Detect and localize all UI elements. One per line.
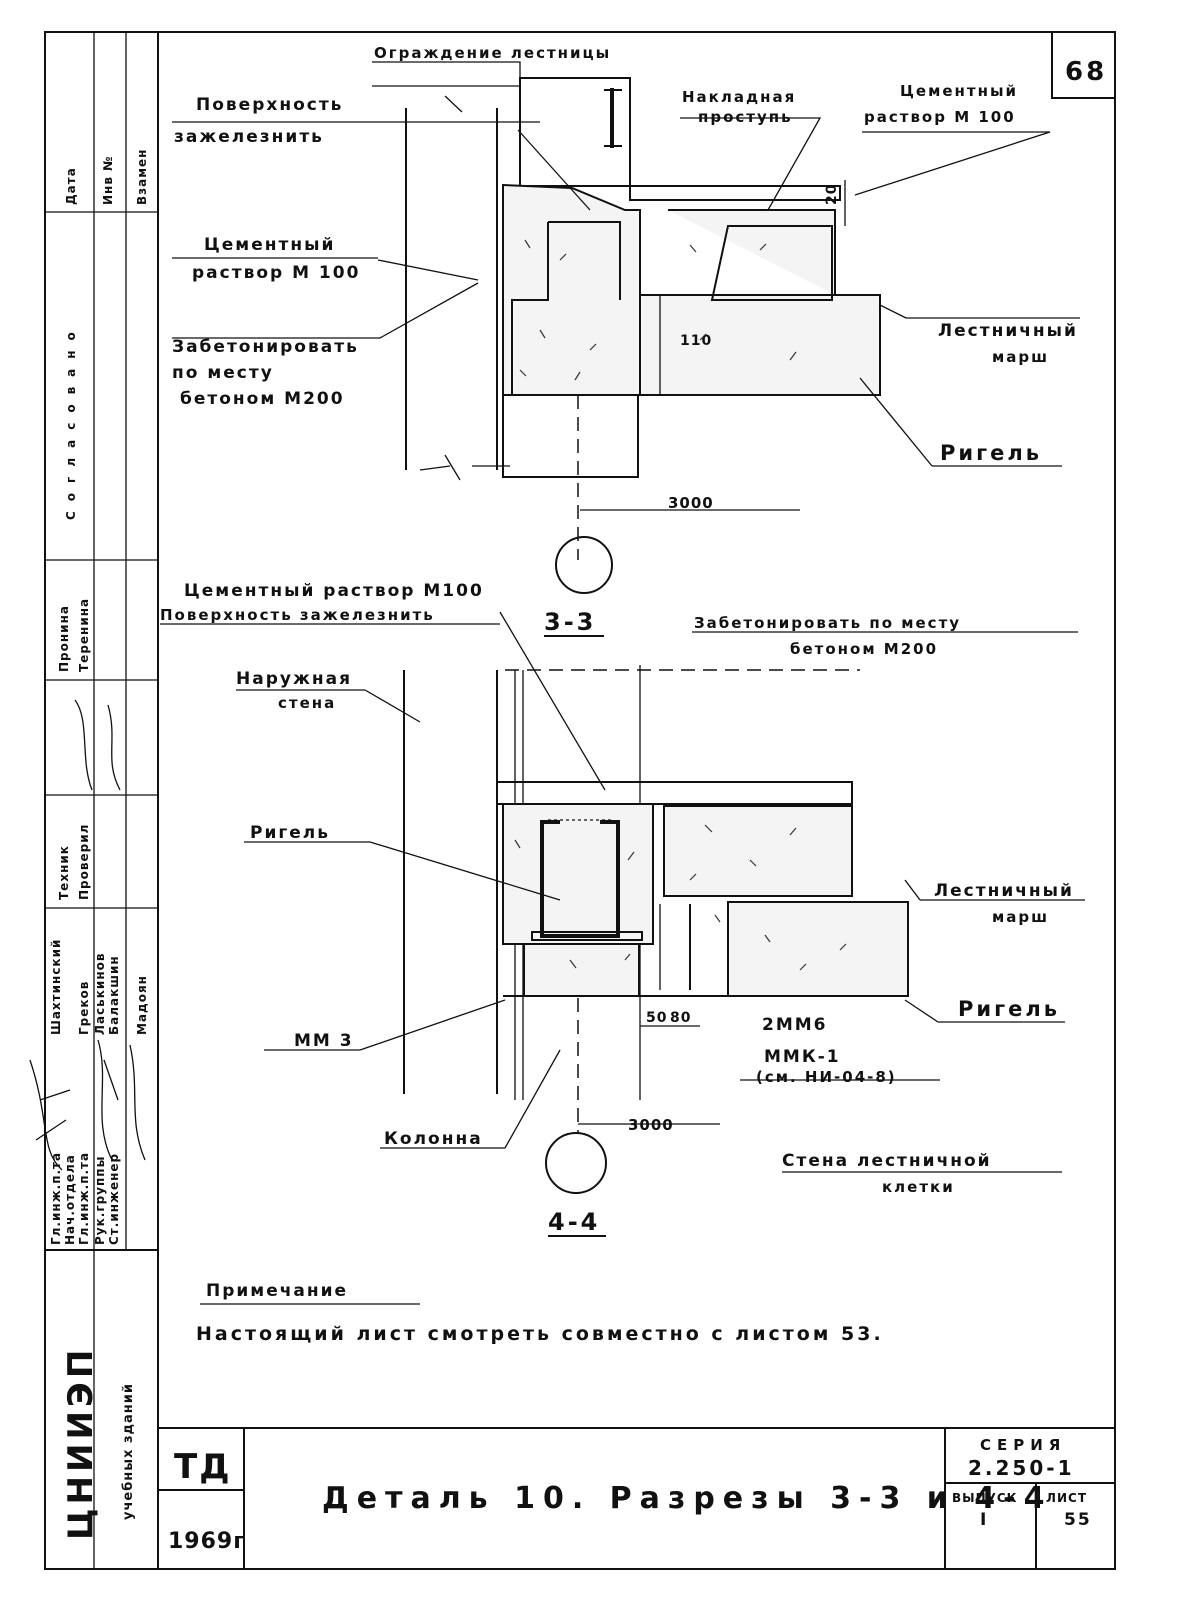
callout-mmk: ММК-1 (764, 1047, 841, 1067)
sheet-number-box (1051, 31, 1116, 99)
callout-mm6: 2ММ6 (762, 1015, 828, 1035)
tread-plate (629, 185, 841, 201)
callout-cement-left: Цементный (204, 235, 335, 255)
callout-concrete-2: бетоном М200 (790, 640, 938, 658)
callout-flight: Лестничный (934, 881, 1074, 901)
role-label: Гл.инж.п.та (77, 1152, 91, 1245)
callout-concrete: Забетонировать по месту (694, 614, 961, 632)
checked-label: Проверил (77, 824, 91, 900)
note-heading: Примечание (206, 1281, 348, 1301)
section-label-4-4: 4-4 (548, 1208, 600, 1236)
callout-railing: Ограждение лестницы (374, 44, 611, 62)
role-label: Ст.инженер (107, 1153, 121, 1245)
person-name: Ласькинов (93, 953, 107, 1035)
callout-cement-right-2: раствор М 100 (864, 108, 1016, 126)
dim-50: 50 (646, 1010, 667, 1026)
callout-flight-2: марш (992, 348, 1049, 366)
callout-concrete-3: бетоном М200 (180, 389, 345, 409)
institute-subtitle: учебных зданий (121, 1383, 136, 1520)
section-4-4: 50 80 3000 Цементный раствор М100 (160, 581, 1085, 1237)
checker-name: Пронина (57, 605, 71, 672)
org-short: ТД (174, 1447, 231, 1487)
dim-3000: 3000 (668, 494, 714, 512)
top-slab (496, 781, 853, 805)
callout-beam-left: Ригель (250, 823, 330, 843)
list-label: ЛИСТ (1046, 1491, 1087, 1505)
dim-110: 110 (680, 333, 712, 349)
beam-rigel (523, 943, 640, 997)
callout-mm3: ММ 3 (294, 1031, 354, 1051)
callout-concrete-2: по месту (172, 363, 274, 383)
signatures (29, 699, 146, 1171)
dim-80: 80 (670, 1010, 691, 1026)
callout-mmk-2: (см. НИ-04-8) (756, 1068, 897, 1086)
year: 1969г (168, 1529, 246, 1554)
callout-tread: Накладная (682, 88, 796, 106)
note-text: Настоящий лист смотреть совместно с лист… (196, 1323, 884, 1345)
section-3-3: 20 110 3000 Ограждение лестницы Поверхн (172, 44, 1080, 637)
dim-20: 20 (824, 184, 840, 205)
checker-name: Теренина (77, 598, 91, 672)
axis-bubble (555, 536, 613, 594)
callout-stair-wall: Стена лестничной (782, 1151, 992, 1171)
date-label: Дата (64, 167, 78, 205)
callout-surface: Поверхность (196, 95, 343, 115)
inv-label: Инв № (101, 155, 115, 205)
callout-flight: Лестничный (938, 321, 1078, 341)
series-value: 2.250-1 (968, 1456, 1074, 1480)
callout-stair-wall-2: клетки (882, 1178, 955, 1196)
person-name: Мадоян (135, 975, 149, 1035)
beam-rigel (502, 394, 639, 478)
concrete-infill (502, 803, 654, 945)
callout-wall-2: стена (278, 694, 336, 712)
note: Примечание Настоящий лист смотреть совме… (196, 1281, 884, 1345)
callout-surface: Поверхность зажелезнить (160, 606, 435, 624)
callout-flight-2: марш (992, 908, 1049, 926)
agreed-label: Согласовано (64, 322, 78, 520)
list-value: 55 (1064, 1510, 1092, 1530)
stair-flight-upper (663, 805, 853, 897)
side-strip-text: Дата Инв № Взамен Согласовано Пронина Те… (49, 149, 149, 1245)
section-label-3-3: 3-3 (544, 608, 596, 636)
role-label: Рук.группы (93, 1156, 107, 1245)
concrete-hatch (519, 239, 797, 381)
callout-column: Колонна (384, 1129, 483, 1149)
issue-label: ВЫПУСК (952, 1491, 1018, 1505)
sheet-number: 68 (1065, 57, 1107, 87)
axis-bubble (545, 1132, 607, 1194)
person-name: Греков (77, 981, 91, 1035)
institute-name: ЦНИИЭП (61, 1346, 101, 1540)
series-label: СЕРИЯ (980, 1436, 1066, 1454)
channel-beam (540, 820, 620, 938)
replace-label: Взамен (135, 149, 149, 205)
tech-label: Техник (57, 845, 71, 900)
dim-3000: 3000 (628, 1116, 674, 1134)
callout-beam: Ригель (940, 441, 1042, 465)
role-label: Гл.инж.п.та (49, 1152, 63, 1245)
concrete-hatch (514, 824, 847, 971)
stair-flight (639, 209, 881, 396)
person-name: Балакшин (107, 955, 121, 1035)
callout-beam-right: Ригель (958, 997, 1060, 1021)
callout-wall: Наружная (236, 669, 352, 689)
issue-value: I (980, 1510, 988, 1530)
sheet-title: Деталь 10. Разрезы 3-3 и 4-4 (322, 1481, 1052, 1516)
callout-concrete: Забетонировать (172, 337, 359, 357)
callout-surface-2: зажелезнить (174, 127, 324, 147)
callout-cement-left-2: раствор М 100 (192, 263, 360, 283)
callout-cement-right: Цементный (900, 82, 1018, 100)
person-name: Шахтинский (49, 939, 63, 1035)
role-label: Нач.отдела (63, 1154, 77, 1245)
callout-cement: Цементный раствор М100 (184, 581, 484, 601)
stair-flight-lower (727, 901, 909, 997)
callout-tread-2: проступь (698, 108, 793, 126)
sheet-frame (44, 31, 1116, 1570)
